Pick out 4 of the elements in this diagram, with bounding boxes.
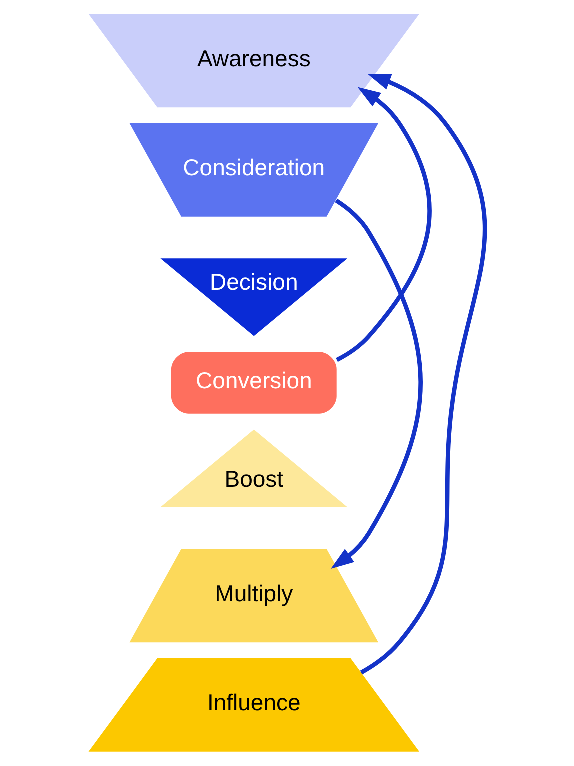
node-box: Conversion xyxy=(171,352,337,414)
arrow xyxy=(331,198,423,570)
arrow xyxy=(336,87,432,362)
arrow xyxy=(360,74,488,675)
